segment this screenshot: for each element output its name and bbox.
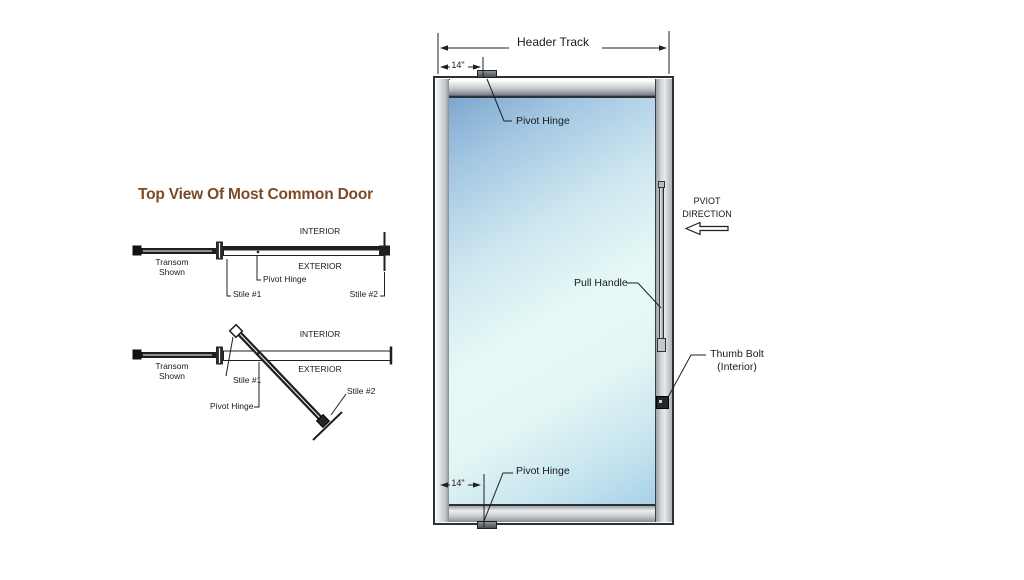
pivot-direction-line2: DIRECTION [682, 209, 732, 219]
transom-line2: Shown [159, 266, 185, 277]
stile1-label: Stile #1 [233, 289, 262, 299]
stile2-label: Stile #2 [347, 386, 376, 396]
pivot-hinge-bottom-leader [483, 472, 513, 522]
thumb-bolt-line1: Thumb Bolt [710, 348, 764, 360]
pull-handle-top-mount [658, 181, 665, 188]
top-offset-dimension [440, 57, 484, 77]
pivot-direction-arrow-icon [684, 221, 729, 236]
pivot-point-dot [256, 352, 260, 355]
interior-label: INTERIOR [299, 226, 341, 236]
door-header-rail [449, 80, 655, 98]
transom-line1: Transom [155, 361, 189, 371]
pull-handle-bottom-mount [657, 338, 666, 352]
transom-line2: Shown [159, 370, 185, 381]
pivot-point-dot [256, 250, 260, 254]
pivot-hinge-label: Pivot Hinge [263, 274, 307, 284]
top-view-open-drawing [132, 323, 393, 441]
pivot-hinge-bottom-tab [477, 521, 497, 529]
page-title: Top View Of Most Common Door [138, 186, 373, 203]
transom-end-cap [132, 349, 142, 360]
pivot-hinge-label: Pivot Hinge [210, 401, 254, 411]
door-opening-track [223, 350, 392, 361]
transom-shown-label: Transom Shown [142, 361, 202, 382]
exterior-label: EXTERIOR [298, 261, 342, 271]
transom-line1: Transom [155, 257, 189, 267]
bottom-offset-value: 14" [451, 478, 465, 488]
pivot-hinge-bottom-label: Pivot Hinge [516, 465, 570, 477]
thumb-bolt-label: Thumb Bolt (Interior) [696, 348, 778, 374]
bottom-offset-dimension [440, 474, 485, 527]
top-offset-value: 14" [451, 60, 465, 70]
door-bottom-rail [449, 504, 655, 522]
door-glass-panel [449, 98, 655, 504]
stile2-label: Stile #2 [349, 289, 378, 299]
pivot-hinge-top-tab [477, 70, 497, 78]
stile1-label: Stile #1 [233, 375, 262, 385]
thumb-bolt-line2: (Interior) [717, 361, 757, 373]
thumb-bolt-dot [659, 400, 662, 403]
exterior-label: EXTERIOR [298, 364, 342, 374]
pivot-direction-line1: PVIOT [693, 196, 721, 206]
pivot-hinge-top-label: Pivot Hinge [516, 115, 570, 127]
thumb-bolt [656, 396, 669, 409]
thumb-bolt-leader [666, 354, 706, 400]
interior-label: INTERIOR [299, 329, 341, 339]
header-track-dimension [437, 31, 670, 74]
pivot-direction-label: PVIOT DIRECTION [667, 195, 747, 221]
pivot-hinge-top-leader [486, 78, 512, 122]
transom-end-cap [132, 245, 142, 256]
stile1-end [228, 323, 244, 339]
pull-handle-label: Pull Handle [574, 277, 628, 289]
header-track-label: Header Track [516, 35, 590, 49]
pull-handle-leader [627, 282, 662, 309]
transom-shown-label: Transom Shown [142, 257, 202, 278]
stile2-line [312, 411, 343, 441]
top-view-closed-drawing [132, 232, 390, 297]
stile2-end [315, 413, 331, 429]
